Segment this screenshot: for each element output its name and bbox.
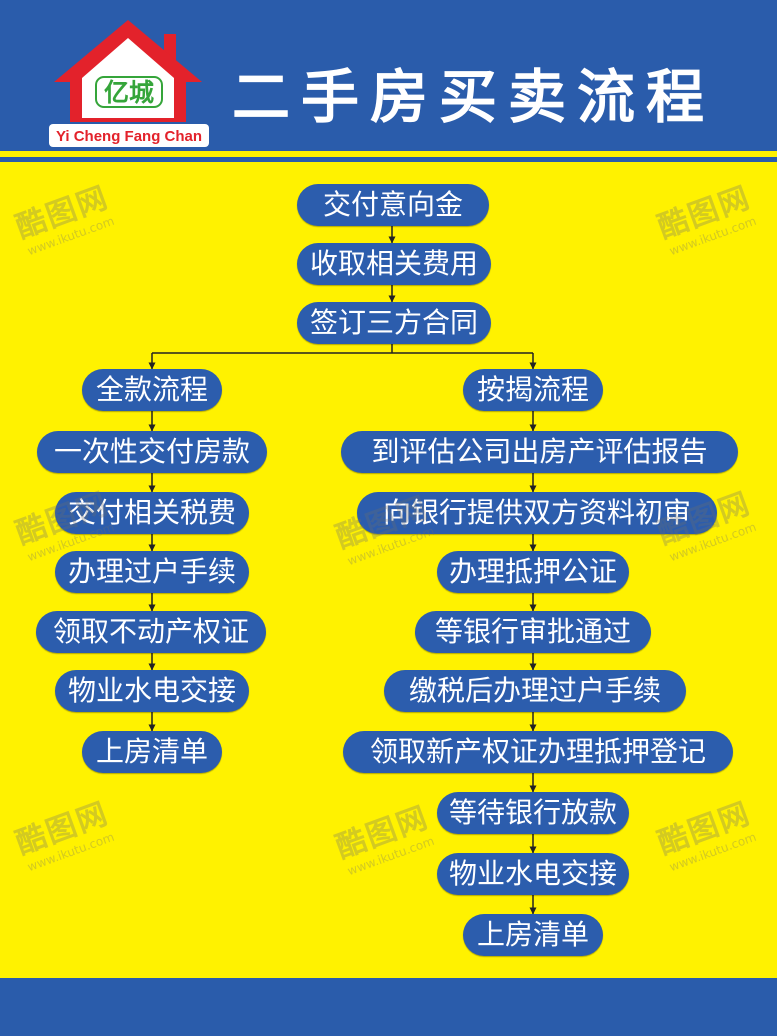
mortgage-step-7-box: 等待银行放款 bbox=[437, 792, 629, 834]
brand-cn-text: 亿城 bbox=[104, 78, 154, 107]
header-stripe-yellow bbox=[0, 151, 777, 157]
mortgage-step-1-box: 到评估公司出房产评估报告 bbox=[341, 431, 738, 473]
full-payment-step-4-box: 领取不动产权证 bbox=[36, 611, 266, 653]
full-payment-step-1-box: 一次性交付房款 bbox=[37, 431, 267, 473]
mortgage-title-box: 按揭流程 bbox=[463, 369, 603, 411]
mortgage-step-3-box: 办理抵押公证 bbox=[437, 551, 629, 593]
mortgage-step-9-box: 上房清单 bbox=[463, 914, 603, 956]
full-payment-title-box: 全款流程 bbox=[82, 369, 222, 411]
mortgage-step-6-box: 领取新产权证办理抵押登记 bbox=[343, 731, 733, 773]
brand-en-plate bbox=[49, 124, 209, 147]
mortgage-step-2-box: 向银行提供双方资料初审 bbox=[357, 492, 717, 534]
page-title: 二手房买卖流程 bbox=[232, 63, 716, 131]
full-payment-step-2-box: 交付相关税费 bbox=[55, 492, 249, 534]
full-payment-step-5-box: 物业水电交接 bbox=[55, 670, 249, 712]
full-payment-step-6-box: 上房清单 bbox=[82, 731, 222, 773]
mortgage-step-5-box: 缴税后办理过户手续 bbox=[384, 670, 686, 712]
footer-band bbox=[0, 978, 777, 1036]
common-step-3-box: 签订三方合同 bbox=[297, 302, 491, 344]
header-stripe-blue bbox=[0, 157, 777, 162]
full-payment-step-3-box: 办理过户手续 bbox=[55, 551, 249, 593]
mortgage-step-8-box: 物业水电交接 bbox=[437, 853, 629, 895]
brand-cn-frame bbox=[95, 76, 163, 108]
brand-logo: 亿城 Yi Cheng Fang Chan bbox=[49, 20, 209, 147]
mortgage-step-4-box: 等银行审批通过 bbox=[415, 611, 651, 653]
common-step-1-box: 交付意向金 bbox=[297, 184, 489, 226]
common-step-2-box: 收取相关费用 bbox=[297, 243, 491, 285]
brand-en-text: Yi Cheng Fang Chan bbox=[56, 128, 202, 145]
